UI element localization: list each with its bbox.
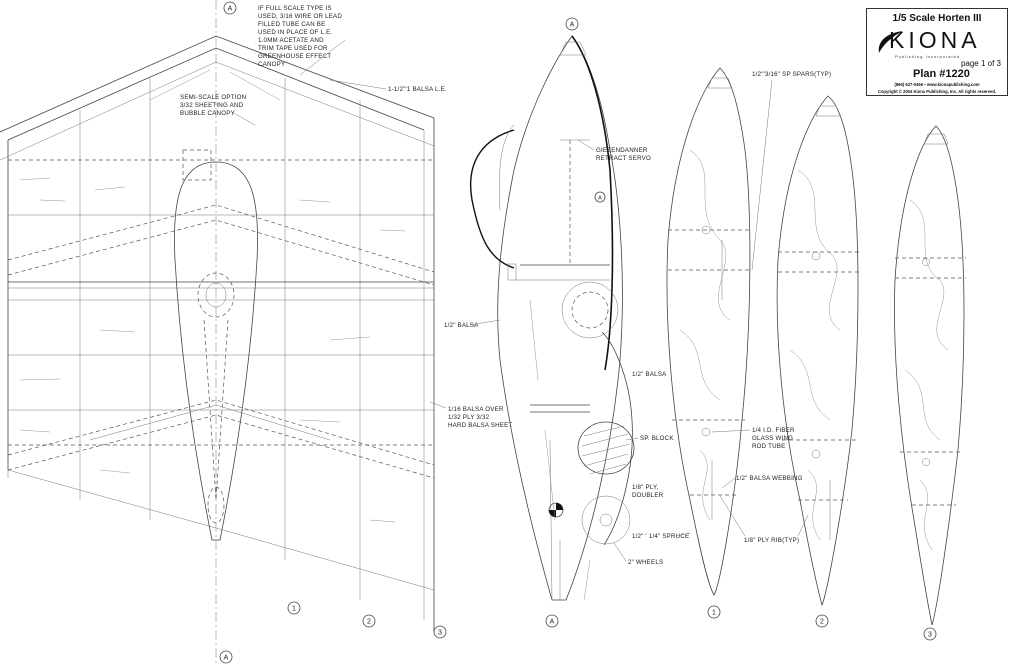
middle-notes: GIEZENDANNER RETRACT SERVO 1/2" BALSA 1/… [444,139,691,566]
kiona-swoosh-icon [878,31,903,53]
svg-text:1: 1 [292,606,296,613]
section-a-side-view [470,35,635,601]
svg-text:3: 3 [438,630,442,637]
note-wire-6: TRIM TAPE USED FOR [258,45,328,52]
note-semi-1: SEMI-SCALE OPTION [180,94,246,101]
note-ply-rib: 1/8" PLY RIB(TYP) [744,537,799,544]
svg-text:A: A [550,619,555,626]
marker-a-top-mid: A [565,17,579,31]
note-ply-2: DOUBLER [632,492,664,499]
marker-station-1-right: 1 [707,605,721,619]
center-section-top-view [0,0,435,666]
note-semi-3: BUBBLE CANOPY [180,110,235,117]
note-tube-1: 1/4 I.D. FIBER [752,427,795,434]
plan-title: 1/5 Scale Horten III [892,13,982,24]
marker-a-side-mid: A [594,191,606,203]
note-wire-4: USED IN PLACE OF L.E. [258,29,332,36]
plan-number: Plan #1220 [913,68,970,80]
svg-text:1: 1 [712,610,716,617]
copyright: Copyright © 2004 Kiona Publishing, Inc. … [877,89,997,94]
note-tube-3: ROD TUBE [752,443,785,450]
rib-profile-3 [894,125,966,626]
right-notes: 1/2"'3/16" SP SPARS(TYP) 1/4 I.D. FIBER … [711,71,831,544]
note-wire-8: CANOPY [258,61,285,68]
note-servo-1: GIEZENDANNER [596,147,648,154]
note-wire-1: IF FULL SCALE TYPE IS [258,5,332,12]
marker-station-2-right: 2 [815,614,829,628]
svg-text:A: A [228,6,233,13]
marker-a-bottom-mid: A [545,614,559,628]
page-number: page 1 of 3 [960,59,1001,68]
note-half-balsa-a: 1/2" BALSA [444,322,479,329]
note-sp-block: SP. BLOCK [640,435,674,442]
note-balsa-le: 1-1/2"'1 BALSA L.E. [388,86,447,93]
marker-station-3-right: 3 [923,627,937,641]
marker-station-1-left: 1 [287,601,301,615]
marker-station-3-left: 3 [433,625,447,639]
rib-profile-1 [666,67,752,596]
svg-text:3: 3 [928,632,932,639]
note-wire-7: GREENHOUSE EFFECT [258,53,331,60]
left-notes: IF FULL SCALE TYPE IS USED, 3/16 WIRE OR… [180,5,512,429]
note-half-balsa-b: 1/2" BALSA [632,371,667,378]
note-semi-2: 3/32 SHEETING AND [180,102,244,109]
note-sheet-1: 1/16 BALSA OVER [448,406,504,413]
note-spars: 1/2"'3/16" SP SPARS(TYP) [752,71,831,78]
svg-text:A: A [224,655,229,662]
brand-logo: KIONA [889,27,981,53]
contact-info: (866) 627-0456 • www.kionapublishing.com [894,82,980,87]
title-block: 1/5 Scale Horten III KIONA Publishing In… [866,8,1008,96]
note-wire-3: FILLED TUBE CAN BE [258,21,325,28]
note-tube-2: GLASS WING [752,435,793,442]
marker-a-top-left: A [223,1,237,15]
svg-text:A: A [598,196,602,202]
svg-text:2: 2 [820,619,824,626]
note-wheels: 2" WHEELS [628,559,663,566]
note-webbing: 1/2" BALSA WEBBING [736,475,803,482]
marker-a-bottom-left: A [219,650,233,664]
note-wire-2: USED, 3/16 WIRE OR LEAD [258,13,342,20]
note-ply-1: 1/8" PLY, [632,484,659,491]
svg-text:A: A [570,22,575,29]
note-wire-5: 1.0MM ACETATE AND [258,37,324,44]
note-spruce: 1/2" ' 1/4" SPRUCE [632,533,689,540]
brand-subtitle: Publishing Incorporated [895,54,961,59]
note-sheet-3: HARD BALSA SHEET [448,422,512,429]
rib-profile-2 [776,95,860,607]
note-sheet-2: 1/32 PLY 3/32 [448,414,490,421]
note-servo-2: RETRACT SERVO [596,155,651,162]
svg-text:2: 2 [367,619,371,626]
marker-station-2-left: 2 [362,614,376,628]
